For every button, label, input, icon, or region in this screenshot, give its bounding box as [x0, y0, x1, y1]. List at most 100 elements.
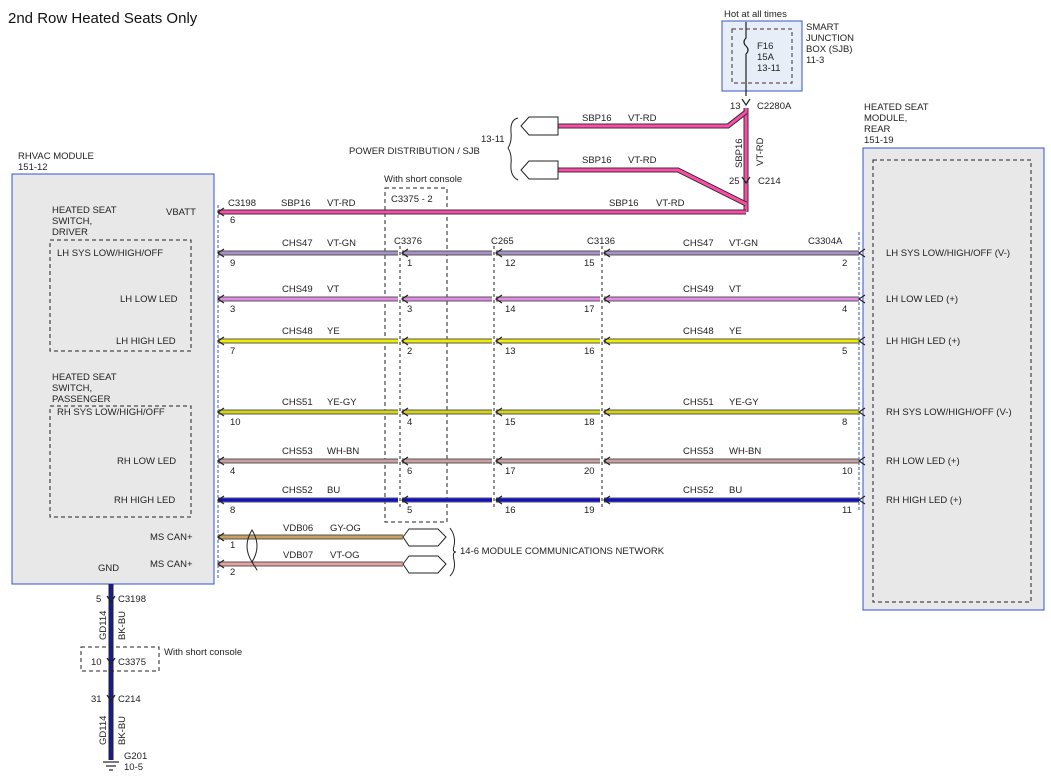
can-terminal-1 — [402, 528, 447, 547]
circuit-label-right-3: CHS51 — [683, 397, 714, 408]
connector-arrow-chs49-0 — [216, 294, 225, 304]
rhvac-pin-label-2: LH HIGH LED — [116, 336, 176, 347]
pd-wire1-color: VT-RD — [628, 113, 657, 124]
pin-label-0-2: 12 — [505, 258, 516, 269]
pin-label-4-3: 20 — [584, 466, 595, 477]
rhvac-pin-label-1: LH LOW LED — [120, 294, 178, 305]
rear-module-inner-box — [872, 159, 1032, 603]
passenger-switch-box — [49, 405, 192, 518]
pin-label-1-0: 3 — [230, 304, 235, 315]
vbatt-label: VBATT — [166, 207, 196, 218]
can-pin-1: 2 — [230, 567, 235, 578]
vbatt-color-right: VT-RD — [656, 198, 685, 209]
color-label-right-4: WH-BN — [729, 446, 761, 457]
connector-arrow-chs47-4 — [857, 248, 866, 258]
pin-label-5-2: 16 — [505, 505, 516, 516]
connector-arrow-chs53-0 — [216, 456, 225, 466]
pd-terminal-2 — [520, 160, 559, 180]
c3198-label: C3198 — [228, 198, 256, 209]
connector-arrow-chs47-3 — [602, 248, 611, 258]
gnd-c3375-chevron — [106, 657, 116, 666]
can-arrow-0 — [216, 532, 225, 542]
c2280a-pin: 13 — [730, 101, 741, 112]
fuse-dashed-box — [731, 28, 793, 84]
ms-can-plus-2: MS CAN+ — [150, 559, 193, 570]
rhvac-title: RHVAC MODULE — [18, 151, 94, 162]
gnd-c3198-pin: 5 — [96, 594, 101, 605]
c265-label: C265 — [491, 236, 514, 247]
connector-arrow-chs52-4 — [857, 495, 866, 505]
power-distribution-wire-2 — [558, 167, 748, 207]
short-console-top: With short console — [384, 174, 462, 185]
pin-label-4-4: 10 — [842, 466, 853, 477]
vbatt-circuit-left: SBP16 — [281, 198, 311, 209]
gnd-c214-chevron — [106, 694, 116, 703]
pin-label-2-2: 13 — [505, 346, 516, 357]
fuse-ref: 13-11 — [757, 63, 781, 74]
pin-label-5-3: 19 — [584, 505, 595, 516]
rear-pin-label-3: RH SYS LOW/HIGH/OFF (V-) — [886, 407, 1012, 418]
connector-arrow-chs52-3 — [602, 495, 611, 505]
connector-arrow-chs51-0 — [216, 407, 225, 417]
connector-arrow-chs51-4 — [857, 407, 866, 417]
circuit-label-left-4: CHS53 — [282, 446, 313, 457]
sjb-line-4: 11-3 — [806, 55, 824, 66]
circuit-label-left-1: CHS49 — [282, 284, 313, 295]
vertical-color-label: VT-RD — [755, 137, 766, 166]
sjb-line-2: JUNCTION — [806, 33, 854, 44]
pd-label: POWER DISTRIBUTION / SJB — [349, 146, 480, 157]
color-label-right-0: VT-GN — [729, 238, 758, 249]
ground-symbol-icon — [103, 761, 119, 771]
rear-module-line-4: 151-19 — [864, 135, 894, 146]
driver-group-line-2: SWITCH, — [52, 216, 92, 227]
rhvac-pin-label-4: RH LOW LED — [117, 456, 176, 467]
pin-label-3-4: 8 — [842, 417, 847, 428]
power-distribution-wire-1 — [558, 110, 748, 129]
connector-arrow-chs49-4 — [857, 294, 866, 304]
rear-pin-label-5: RH HIGH LED (+) — [886, 495, 962, 506]
pin-label-1-3: 17 — [584, 304, 595, 315]
connector-arrow-chs47-0 — [216, 248, 225, 258]
pin-label-3-0: 10 — [230, 417, 241, 428]
connector-arrow-chs52-2 — [494, 495, 503, 505]
gnd-label: GND — [98, 563, 119, 574]
rear-pin-label-1: LH LOW LED (+) — [886, 294, 958, 305]
connector-arrow-chs53-1 — [400, 456, 409, 466]
pin-label-2-1: 2 — [407, 346, 412, 357]
rhvac-pin-label-5: RH HIGH LED — [114, 495, 175, 506]
connector-arrow-chs48-4 — [857, 336, 866, 346]
sjb-line-1: SMART — [806, 22, 839, 33]
connector-arrow-chs51-3 — [602, 407, 611, 417]
passenger-group-line-3: PASSENGER — [52, 394, 111, 405]
gnd-short-console-box — [80, 646, 160, 672]
circuit-label-left-0: CHS47 — [282, 238, 313, 249]
connector-arrow-chs48-2 — [494, 336, 503, 346]
vbatt-arrow — [216, 207, 225, 217]
sjb-line-3: BOX (SJB) — [806, 44, 852, 55]
fuse-symbol — [743, 22, 749, 96]
connector-arrow-chs53-3 — [602, 456, 611, 466]
color-label-left-3: YE-GY — [327, 397, 357, 408]
rhvac-module-box — [11, 173, 215, 585]
pin-label-3-2: 15 — [505, 417, 516, 428]
c3376-label: C3376 — [394, 236, 422, 247]
can-circuit-0: VDB06 — [283, 523, 313, 534]
pd-brace — [507, 117, 519, 181]
c2280a-label: C2280A — [757, 101, 792, 112]
rhvac-pin-label-0: LH SYS LOW/HIGH/OFF — [57, 248, 163, 259]
circuit-label-right-2: CHS48 — [683, 326, 714, 337]
driver-group-line-1: HEATED SEAT — [52, 205, 117, 216]
vertical-circuit-label: SBP16 — [734, 138, 745, 168]
color-label-left-5: BU — [327, 485, 340, 496]
rear-module-box — [862, 147, 1045, 611]
rhvac-ref: 151-12 — [18, 162, 48, 173]
pin-label-4-2: 17 — [505, 466, 516, 477]
c214-pin: 25 — [729, 176, 740, 187]
connector-arrow-chs49-2 — [494, 294, 503, 304]
color-label-left-1: VT — [327, 284, 339, 295]
